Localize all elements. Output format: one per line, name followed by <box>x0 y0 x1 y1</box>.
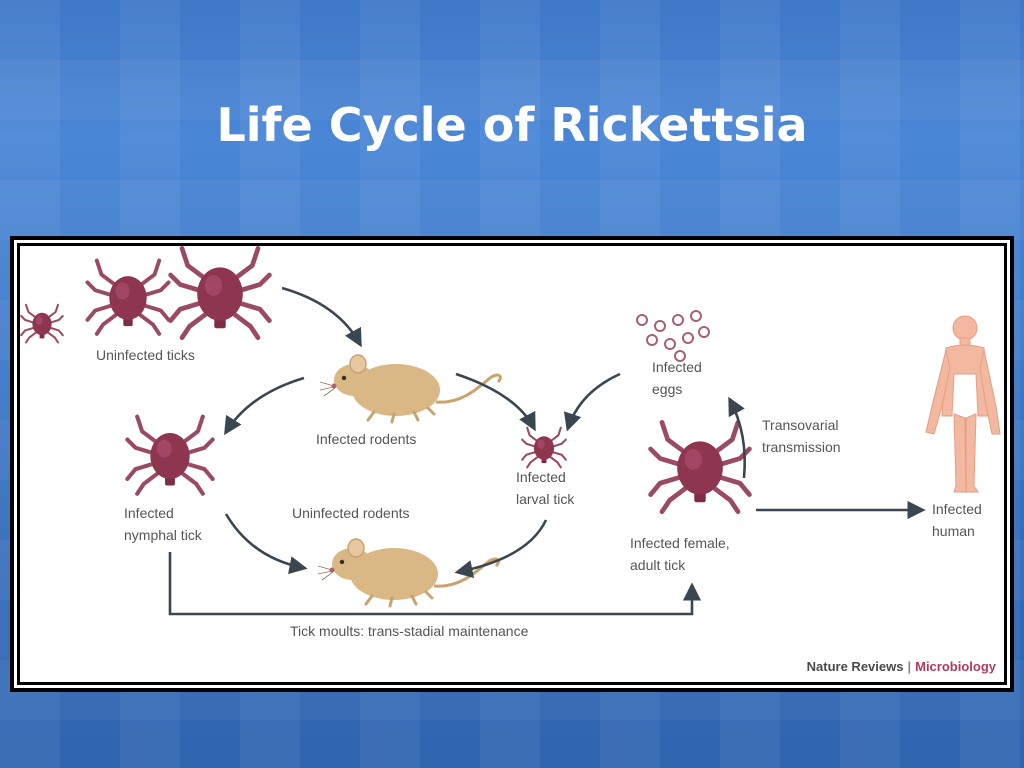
credit-separator: | <box>907 659 912 674</box>
adult-female-tick-icon <box>651 422 750 511</box>
arrow-ticks-to-infected-rodents <box>281 286 362 348</box>
infected-rodent-icon <box>318 353 502 424</box>
larval-tick-icon <box>521 426 567 469</box>
label-uninfected-ticks: Uninfected ticks <box>96 347 195 363</box>
slide-title: Life Cycle of Rickettsia <box>216 98 808 152</box>
arrow-rodents-to-nymphal-tick <box>224 376 305 436</box>
credit-section: Microbiology <box>915 659 996 674</box>
arrow-larval-tick-to-uninfected-rodents <box>454 519 548 579</box>
arrow-trans-stadial-maintenance <box>168 552 702 616</box>
uninfected-rodent-icon <box>316 537 500 608</box>
life-cycle-diagram: Uninfected ticks Infected rodents Infect… <box>20 246 1004 682</box>
label-tick-moults: Tick moults: trans-stadial maintenance <box>290 623 529 639</box>
label-infected-larval-tick: Infected larval tick <box>516 469 575 507</box>
human-icon <box>925 315 1001 493</box>
arrow-eggs-to-larval-tick <box>563 372 621 432</box>
credit-journal: Nature Reviews <box>806 659 904 674</box>
eggs-icon <box>636 310 710 362</box>
tick-large-icon <box>171 248 270 337</box>
tick-small-icon <box>20 303 64 344</box>
source-credit: Nature Reviews|Microbiology <box>807 659 996 674</box>
arrow-nymphal-tick-to-uninfected-rodents <box>224 513 308 575</box>
tick-medium-icon <box>85 258 171 336</box>
label-infected-female-adult-tick: Infected female, adult tick <box>630 535 730 573</box>
label-infected-eggs: Infected eggs <box>652 359 702 397</box>
cycle-arrows <box>168 286 926 616</box>
label-infected-rodents: Infected rodents <box>316 431 417 447</box>
diagram-frame: Uninfected ticks Infected rodents Infect… <box>10 236 1014 692</box>
diagram-art <box>20 246 1001 616</box>
label-infected-human: Infected human <box>932 501 982 539</box>
diagram-frame-inner: Uninfected ticks Infected rodents Infect… <box>14 240 1010 688</box>
label-transovarial-transmission: Transovarial transmission <box>762 417 841 455</box>
arrow-adult-tick-to-eggs <box>728 396 747 479</box>
nymphal-tick-icon <box>127 417 212 494</box>
label-uninfected-rodents: Uninfected rodents <box>292 505 410 521</box>
label-infected-nymphal-tick: Infected nymphal tick <box>124 505 202 543</box>
arrow-rodents-to-larval-tick <box>455 372 536 432</box>
